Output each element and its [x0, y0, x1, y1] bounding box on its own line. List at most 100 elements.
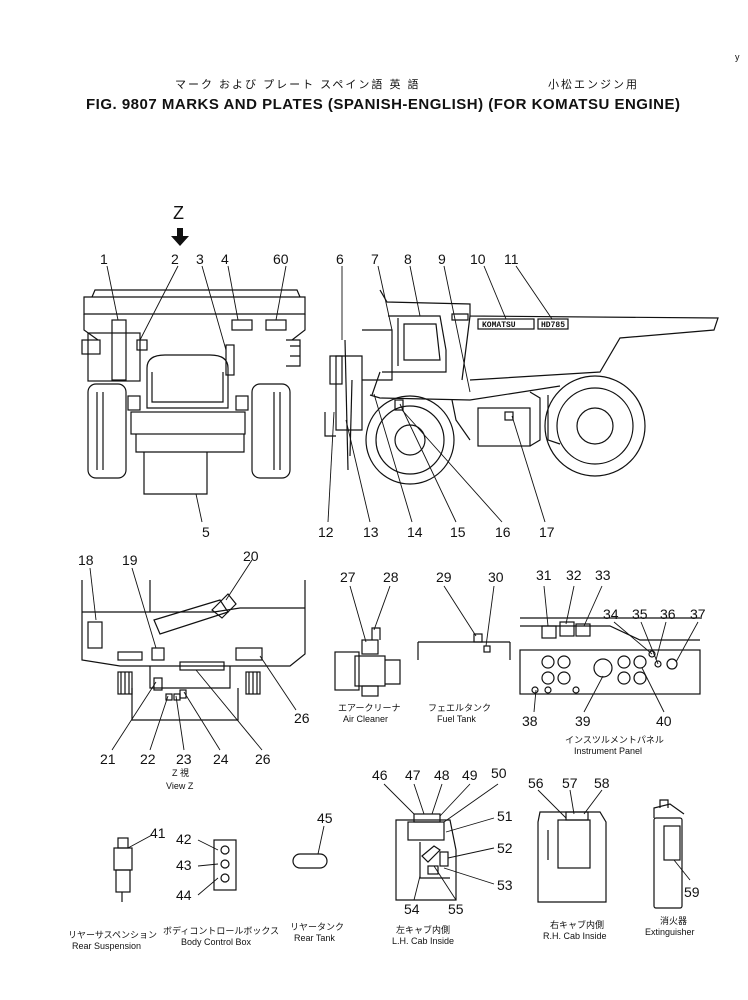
- callout-4: 4: [221, 251, 229, 267]
- caption-body-control-box-jp: ボディコントロールボックス: [163, 925, 279, 936]
- callout-45: 45: [317, 810, 333, 826]
- caption-extinguisher-en: Extinguisher: [645, 927, 695, 937]
- fuel-tank-drawing: [417, 633, 511, 660]
- rear-suspension-drawing: [113, 837, 133, 902]
- instrument-panel-drawing: [519, 617, 701, 695]
- callout-32: 32: [566, 567, 582, 583]
- caption-view-z-jp: Z 視: [172, 767, 189, 778]
- callout-26-lower: 26: [255, 751, 271, 767]
- lh-cab-inside-drawing: [395, 813, 457, 901]
- callout-54: 54: [404, 901, 420, 917]
- caption-rear-suspension-en: Rear Suspension: [72, 941, 141, 951]
- truck-side-view: KOMATSU HD785: [324, 289, 719, 485]
- callout-33: 33: [595, 567, 611, 583]
- callout-29: 29: [436, 569, 452, 585]
- air-cleaner-drawing: [334, 627, 401, 697]
- callout-17: 17: [539, 524, 555, 540]
- callout-8: 8: [404, 251, 412, 267]
- callout-27: 27: [340, 569, 356, 585]
- callout-24: 24: [213, 751, 229, 767]
- callout-58: 58: [594, 775, 610, 791]
- callout-31: 31: [536, 567, 552, 583]
- callout-39: 39: [575, 713, 591, 729]
- callout-15: 15: [450, 524, 466, 540]
- corner-mark: y: [735, 52, 740, 62]
- callout-30: 30: [488, 569, 504, 585]
- captions: エアークリーナ Air Cleaner フェエルタンク Fuel Tank イン…: [68, 703, 695, 951]
- callout-19: 19: [122, 552, 138, 568]
- callout-40: 40: [656, 713, 672, 729]
- caption-air-cleaner-en: Air Cleaner: [343, 714, 388, 724]
- caption-rh-cab-inside-jp: 右キャブ内側: [550, 919, 604, 930]
- callout-41: 41: [150, 825, 166, 841]
- callout-12: 12: [318, 524, 334, 540]
- callout-10: 10: [470, 251, 486, 267]
- callout-55: 55: [448, 901, 464, 917]
- callout-44: 44: [176, 887, 192, 903]
- caption-rear-tank-jp: リヤータンク: [290, 922, 344, 932]
- callout-7: 7: [371, 251, 379, 267]
- view-z-arrow: [171, 228, 189, 246]
- truck-rear-view: [81, 289, 306, 495]
- caption-instrument-panel-jp: インスツルメントパネル: [565, 735, 664, 745]
- callout-43: 43: [176, 857, 192, 873]
- callout-2: 2: [171, 251, 179, 267]
- callout-60: 60: [273, 251, 289, 267]
- caption-view-z-en: View Z: [166, 781, 194, 791]
- callout-6: 6: [336, 251, 344, 267]
- callout-14: 14: [407, 524, 423, 540]
- caption-extinguisher-jp: 消火器: [660, 915, 687, 926]
- callout-56: 56: [528, 775, 544, 791]
- callout-18: 18: [78, 552, 94, 568]
- callout-5: 5: [202, 524, 210, 540]
- callout-11: 11: [504, 251, 519, 267]
- callout-57: 57: [562, 775, 578, 791]
- caption-body-control-box-en: Body Control Box: [181, 937, 252, 947]
- caption-fuel-tank-jp: フェエルタンク: [428, 703, 491, 713]
- figure-title: FIG. 9807 MARKS AND PLATES (SPANISH-ENGL…: [86, 96, 681, 113]
- title-japanese-engine: 小松エンジン用: [548, 79, 639, 91]
- callout-3: 3: [196, 251, 204, 267]
- callout-28: 28: [383, 569, 399, 585]
- callout-13: 13: [363, 524, 379, 540]
- view-z-letter: Z: [173, 203, 184, 223]
- callout-26-upper: 26: [294, 710, 310, 726]
- callout-34: 34: [603, 606, 619, 622]
- callout-48: 48: [434, 767, 450, 783]
- callout-20: 20: [243, 548, 259, 564]
- callout-38: 38: [522, 713, 538, 729]
- brand-plate-text: KOMATSU: [482, 321, 516, 330]
- caption-fuel-tank-en: Fuel Tank: [437, 714, 476, 724]
- callout-47: 47: [405, 767, 421, 783]
- callout-50: 50: [491, 765, 507, 781]
- callout-53: 53: [497, 877, 513, 893]
- callout-51: 51: [497, 808, 513, 824]
- view-z-drawing: [81, 580, 306, 721]
- caption-lh-cab-inside-en: L.H. Cab Inside: [392, 936, 454, 946]
- caption-air-cleaner-jp: エアークリーナ: [338, 703, 400, 713]
- title-japanese: マーク および プレート スペイン語 英 語: [175, 79, 421, 91]
- callout-16: 16: [495, 524, 511, 540]
- body-control-box-drawing: [213, 839, 237, 891]
- callout-42: 42: [176, 831, 192, 847]
- callout-52: 52: [497, 840, 513, 856]
- callout-49: 49: [462, 767, 478, 783]
- callout-22: 22: [140, 751, 156, 767]
- caption-rear-tank-en: Rear Tank: [294, 933, 335, 943]
- view-z-marker: Z: [171, 203, 189, 246]
- callout-36: 36: [660, 606, 676, 622]
- callout-46: 46: [372, 767, 388, 783]
- callout-numbers: 1 2 3 4 60 5 6 7 8 9 10 11 12 13 14 15 1…: [78, 251, 706, 917]
- callout-1: 1: [100, 251, 108, 267]
- callout-23: 23: [176, 751, 192, 767]
- model-plate-text: HD785: [541, 321, 565, 330]
- callout-37: 37: [690, 606, 706, 622]
- caption-instrument-panel-en: Instrument Panel: [574, 746, 642, 756]
- rh-cab-inside-drawing: [537, 811, 607, 903]
- callout-21: 21: [100, 751, 116, 767]
- rear-tank-drawing: [292, 853, 328, 869]
- callout-59: 59: [684, 884, 700, 900]
- caption-rh-cab-inside-en: R.H. Cab Inside: [543, 931, 607, 941]
- leader-lines: [89, 265, 699, 901]
